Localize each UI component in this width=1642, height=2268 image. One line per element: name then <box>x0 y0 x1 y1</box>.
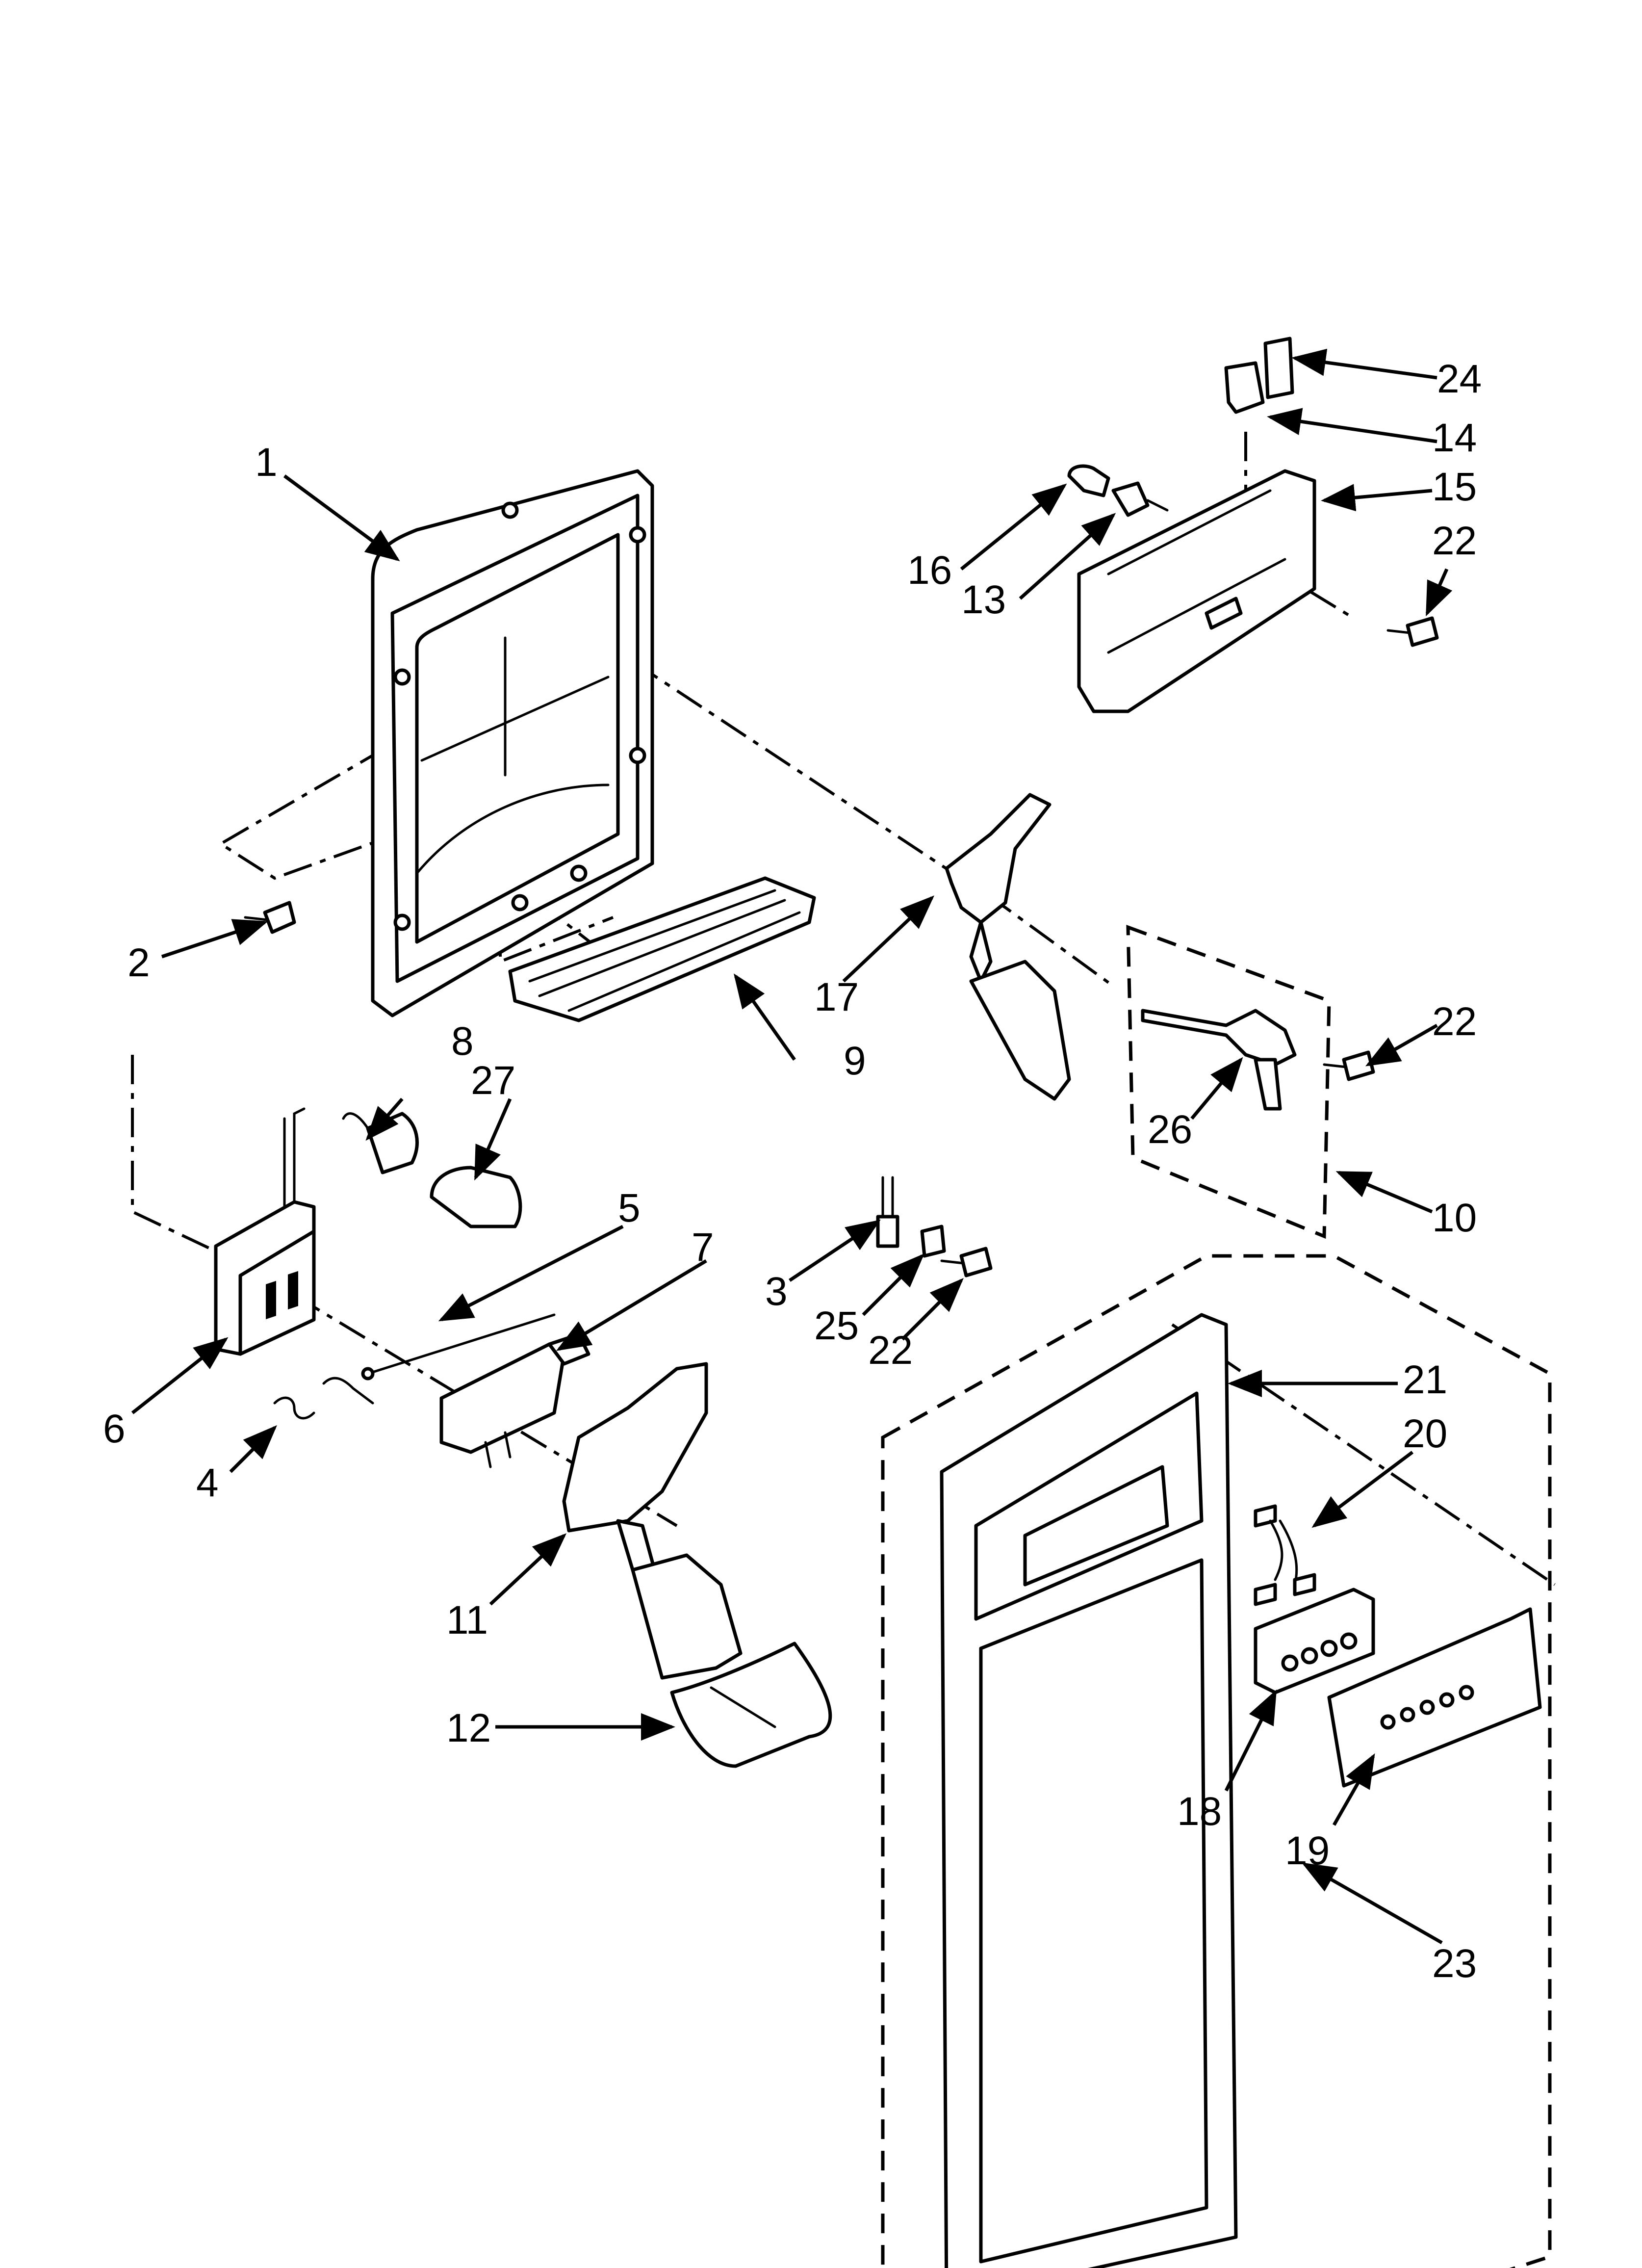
callout-8: 8 <box>451 1019 474 1064</box>
bracket-15 <box>1077 469 1316 713</box>
chute-12 <box>670 1642 832 1768</box>
callout-3: 3 <box>765 1269 788 1314</box>
switch-14 <box>1224 361 1265 414</box>
spring-4 <box>273 1377 374 1420</box>
callout-23: 23 <box>1432 1941 1477 1986</box>
callout-1: 1 <box>255 440 278 485</box>
plate-24 <box>1263 337 1294 399</box>
callout-27: 27 <box>471 1058 515 1103</box>
callout-26: 26 <box>1148 1107 1192 1152</box>
rod-5 <box>361 1313 556 1381</box>
dispenser-housing <box>371 469 654 1017</box>
callout-2: 2 <box>128 940 150 985</box>
lamp-16 <box>1067 464 1110 497</box>
drip-tray <box>508 876 816 1022</box>
callout-13: 13 <box>961 577 1006 622</box>
callout-19: 19 <box>1285 1828 1330 1873</box>
cover-27 <box>430 1166 522 1228</box>
callout-17: 17 <box>814 975 859 1019</box>
callout-12: 12 <box>446 1706 491 1750</box>
control-panel-19 <box>1327 1607 1542 1788</box>
callout-20: 20 <box>1403 1411 1447 1456</box>
callout-4: 4 <box>196 1460 219 1505</box>
callout-labels: 1 2 3 4 5 6 7 8 9 10 11 12 13 14 15 16 1… <box>103 357 1482 1986</box>
screw-22-top <box>1386 616 1439 647</box>
cover-frame-21 <box>940 1313 1238 2268</box>
solenoid-6 <box>214 1107 316 1356</box>
callout-22-mid: 22 <box>1432 999 1477 1044</box>
harness-20 <box>1254 1504 1316 1606</box>
callout-22-top: 22 <box>1432 519 1477 563</box>
ice-arm-11 <box>562 1362 743 1680</box>
clip-3 <box>876 1176 899 1248</box>
leader-lines <box>131 348 1453 1945</box>
lever-26 <box>1141 1009 1297 1111</box>
callout-22-lower: 22 <box>868 1328 913 1373</box>
water-arm <box>945 793 1071 1101</box>
plate-25 <box>920 1225 946 1258</box>
assembly-box-10 <box>1126 924 1331 1239</box>
callout-21: 21 <box>1403 1357 1447 1402</box>
socket-13 <box>1111 481 1169 517</box>
callout-9: 9 <box>844 1039 866 1083</box>
callout-10: 10 <box>1432 1196 1477 1240</box>
callout-24: 24 <box>1437 357 1482 401</box>
actuator-7 <box>439 1332 590 1468</box>
callout-18: 18 <box>1177 1789 1222 1834</box>
callout-15: 15 <box>1432 465 1477 509</box>
callout-14: 14 <box>1432 416 1477 460</box>
callout-5: 5 <box>618 1186 641 1230</box>
screw-22-mid <box>1323 1050 1375 1081</box>
callout-25: 25 <box>814 1303 859 1348</box>
callout-11: 11 <box>446 1598 488 1642</box>
callout-16: 16 <box>907 548 952 593</box>
control-board-18 <box>1254 1588 1375 1694</box>
callout-7: 7 <box>692 1225 714 1270</box>
assembly-box-23 <box>881 1254 1552 2268</box>
screw-22-lower <box>940 1247 993 1277</box>
callout-6: 6 <box>103 1407 126 1451</box>
